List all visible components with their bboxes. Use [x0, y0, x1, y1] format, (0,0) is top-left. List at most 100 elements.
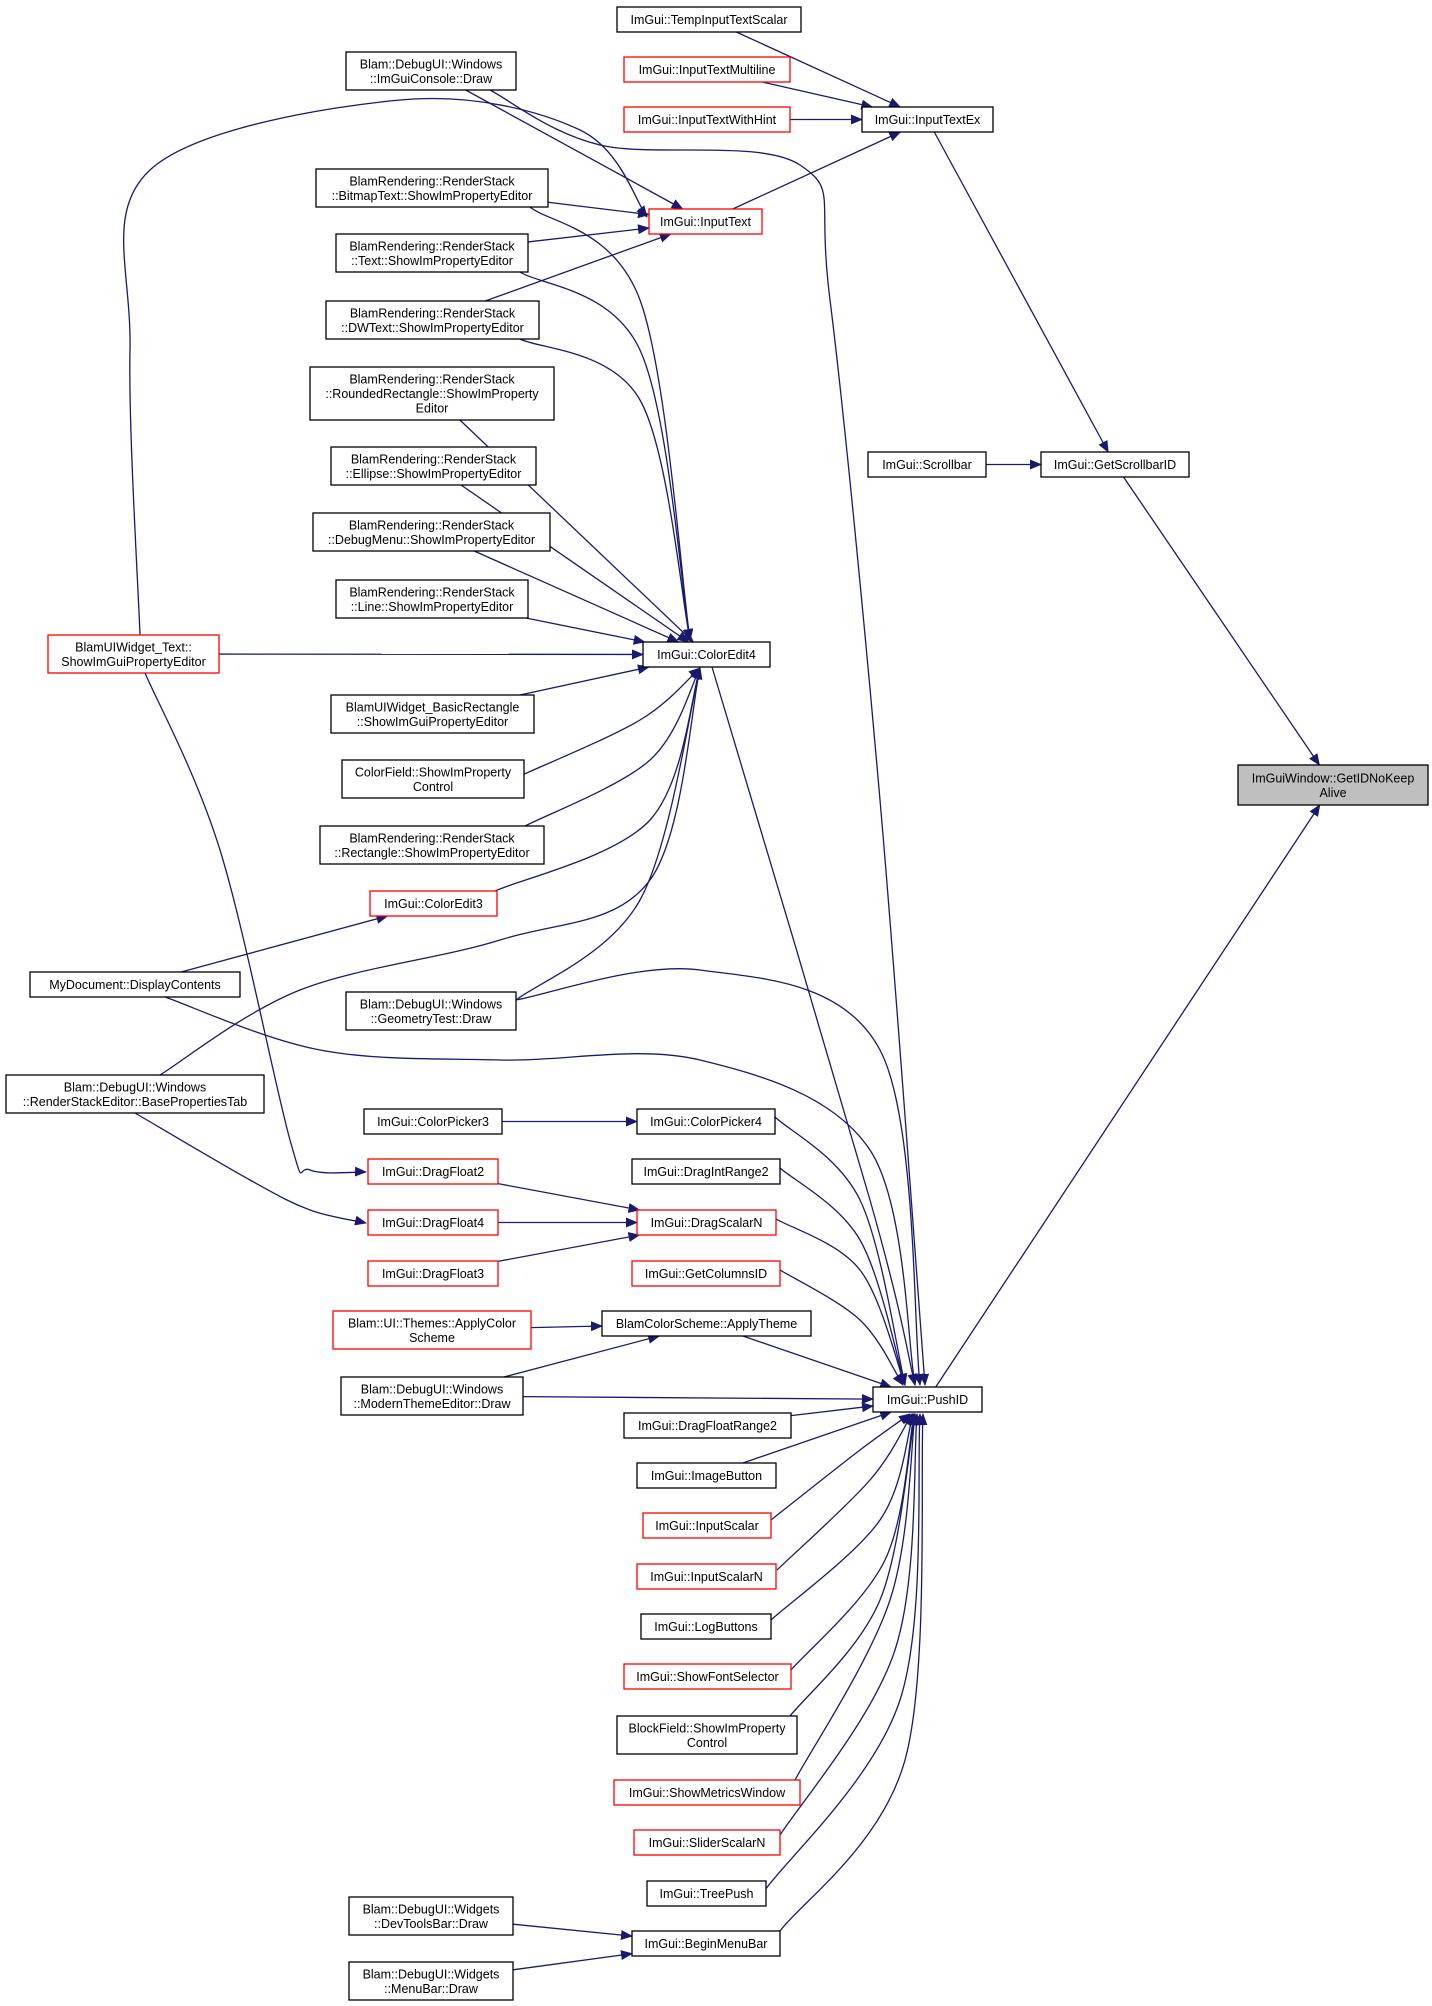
node-ellipse[interactable]: BlamRendering::RenderStack::Ellipse::Sho… [330, 446, 537, 486]
edge-color_edit4-to-push_id [711, 666, 918, 1386]
node-drag-float-range2[interactable]: ImGui::DragFloatRange2 [623, 1412, 792, 1439]
edge-drag_scalar_n-to-push_id [775, 1218, 906, 1386]
edge-input_multi-to-input_ex [761, 81, 874, 110]
edge-render_stack_editor-to-color_edit4 [159, 667, 703, 1076]
node-dwtext[interactable]: BlamRendering::RenderStack::DWText::Show… [325, 300, 540, 340]
edge-modern_theme-to-apply_theme [503, 1333, 661, 1378]
node-basic-rect[interactable]: BlamUIWidget_BasicRectangle::ShowImGuiPr… [330, 694, 535, 734]
node-box [341, 759, 525, 799]
edge-my_document-to-push_id [164, 996, 918, 1386]
node-drag-float2[interactable]: ImGui::DragFloat2 [367, 1158, 499, 1185]
node-box [616, 1715, 798, 1755]
node-line[interactable]: BlamRendering::RenderStack::Line::ShowIm… [335, 579, 529, 619]
node-label: ImGui::ShowMetricsWindow [629, 1786, 786, 1800]
node-label: ImGui::TempInputTextScalar [630, 13, 787, 27]
node-label: BlamRendering::RenderStack [350, 306, 516, 320]
node-color-edit3[interactable]: ImGui::ColorEdit3 [369, 890, 498, 917]
node-push-id[interactable]: ImGui::PushID [872, 1386, 983, 1413]
node-rect-editor[interactable]: BlamRendering::RenderStack::Rectangle::S… [319, 825, 545, 865]
node-label: ImGui::GetScrollbarID [1054, 458, 1176, 472]
node-temp-input[interactable]: ImGui::TempInputTextScalar [616, 6, 802, 33]
node-box [640, 1613, 772, 1640]
node-devtools-bar[interactable]: Blam::DebugUI::Widgets::DevToolsBar::Dra… [348, 1896, 514, 1936]
node-label: Blam::DebugUI::Windows [64, 1080, 206, 1094]
node-box [613, 1779, 801, 1806]
node-show-font-selector[interactable]: ImGui::ShowFontSelector [623, 1663, 792, 1690]
node-input-hint[interactable]: ImGui::InputTextWithHint [623, 106, 791, 133]
node-label: ImGui::BeginMenuBar [645, 1937, 768, 1951]
node-label: ::Text::ShowImPropertyEditor [351, 254, 513, 268]
node-label: ImGui::InputTextWithHint [638, 113, 777, 127]
node-input-text[interactable]: ImGui::InputText [648, 208, 763, 235]
node-label: ::ImGuiConsole::Draw [370, 72, 493, 86]
node-label: ImGui::ImageButton [651, 1469, 762, 1483]
node-slider-scalar-n[interactable]: ImGui::SliderScalarN [633, 1829, 781, 1856]
node-drag-scalar-n[interactable]: ImGui::DragScalarN [636, 1209, 777, 1236]
node-menu-bar[interactable]: Blam::DebugUI::Widgets::MenuBar::Draw [348, 1961, 514, 2001]
node-get-scrollbar-id[interactable]: ImGui::GetScrollbarID [1040, 451, 1190, 478]
node-box [633, 1829, 781, 1856]
node-render-stack-editor[interactable]: Blam::DebugUI::Windows::RenderStackEdito… [5, 1074, 265, 1114]
node-bitmap-text[interactable]: BlamRendering::RenderStack::BitmapText::… [315, 168, 549, 208]
node-tree-push[interactable]: ImGui::TreePush [646, 1880, 767, 1907]
node-label: BlamRendering::RenderStack [349, 174, 515, 188]
node-box [309, 366, 555, 421]
edge-input_scalar_n-to-push_id [776, 1413, 913, 1571]
node-label: BlamUIWidget_Text:: [75, 640, 192, 654]
node-rounded-rect[interactable]: BlamRendering::RenderStack::RoundedRecta… [309, 366, 555, 421]
node-label: Blam::DebugUI::Windows [361, 1382, 503, 1396]
node-label: Control [413, 780, 453, 794]
node-label: ImGui::PushID [887, 1393, 968, 1407]
node-input-multi[interactable]: ImGui::InputTextMultiline [623, 56, 791, 83]
node-console-draw[interactable]: Blam::DebugUI::Windows::ImGuiConsole::Dr… [345, 51, 517, 91]
node-color-picker4[interactable]: ImGui::ColorPicker4 [636, 1108, 776, 1135]
node-log-buttons[interactable]: ImGui::LogButtons [640, 1613, 772, 1640]
edge-temp_input-to-input_ex [736, 31, 902, 108]
edge-slider_scalar_n-to-push_id [777, 1413, 921, 1839]
node-label: ::MenuBar::Draw [384, 1982, 479, 1996]
node-input-scalar[interactable]: ImGui::InputScalar [642, 1512, 772, 1539]
node-drag-float3[interactable]: ImGui::DragFloat3 [367, 1260, 499, 1287]
node-label: Control [687, 1736, 727, 1750]
node-debug-menu[interactable]: BlamRendering::RenderStack::DebugMenu::S… [312, 512, 551, 552]
node-apply-theme[interactable]: BlamColorScheme::ApplyTheme [601, 1310, 812, 1337]
node-color-edit4[interactable]: ImGui::ColorEdit4 [642, 641, 771, 668]
node-image-button[interactable]: ImGui::ImageButton [636, 1462, 777, 1489]
node-drag-int-range2[interactable]: ImGui::DragIntRange2 [631, 1158, 781, 1185]
node-label: ::Line::ShowImPropertyEditor [351, 600, 514, 614]
node-input-ex[interactable]: ImGui::InputTextEx [861, 106, 994, 133]
node-input-scalar-n[interactable]: ImGui::InputScalarN [636, 1563, 777, 1590]
node-text-editor[interactable]: BlamRendering::RenderStack::Text::ShowIm… [335, 233, 529, 273]
node-label: ImGui::ColorPicker3 [377, 1115, 489, 1129]
node-label: ::ShowImGuiPropertyEditor [357, 715, 508, 729]
node-label: ImGui::ColorEdit4 [657, 648, 756, 662]
edge-ui_widget_text-to-input_text [123, 97, 648, 636]
edge-dwtext-to-color_edit4 [519, 338, 693, 641]
node-modern-theme[interactable]: Blam::DebugUI::Windows::ModernThemeEdito… [340, 1376, 524, 1416]
edge-basic_rect-to-color_edit4 [519, 664, 650, 696]
node-geometry-test[interactable]: Blam::DebugUI::Windows::GeometryTest::Dr… [345, 991, 517, 1031]
node-get-columns-id[interactable]: ImGui::GetColumnsID [631, 1260, 781, 1287]
node-label: ImGui::InputTextEx [875, 113, 981, 127]
node-label: BlamRendering::RenderStack [351, 452, 517, 466]
node-drag-float4[interactable]: ImGui::DragFloat4 [367, 1209, 499, 1236]
edge-drag_float_range2-to-push_id [790, 1402, 874, 1417]
node-color-picker3[interactable]: ImGui::ColorPicker3 [363, 1108, 503, 1135]
edge-begin_menu_bar-to-push_id [779, 1413, 928, 1932]
node-show-metrics[interactable]: ImGui::ShowMetricsWindow [613, 1779, 801, 1806]
node-my-document[interactable]: MyDocument::DisplayContents [29, 971, 241, 998]
edge-geometry_test-to-color_edit4 [515, 667, 703, 1001]
node-label: ::Ellipse::ShowImPropertyEditor [346, 467, 522, 481]
node-box [340, 1376, 524, 1416]
node-box [623, 106, 791, 133]
node-ui-widget-text[interactable]: BlamUIWidget_Text::ShowImGuiPropertyEdit… [47, 634, 220, 674]
node-label: ImGui::ShowFontSelector [636, 1670, 778, 1684]
node-scrollbar[interactable]: ImGui::Scrollbar [867, 451, 987, 478]
node-box [1040, 451, 1190, 478]
node-begin-menu-bar[interactable]: ImGui::BeginMenuBar [631, 1930, 781, 1957]
